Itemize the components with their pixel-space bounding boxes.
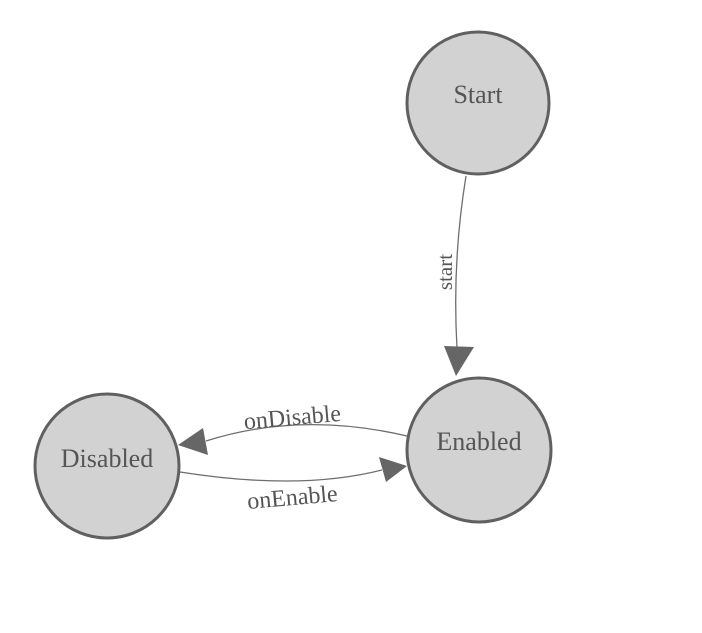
arrowhead-disabled-to-enabled-icon — [379, 457, 407, 482]
edge-label-start: start — [433, 254, 457, 290]
edge-start-to-enabled: start — [433, 175, 474, 376]
disabled-node-label: Disabled — [61, 444, 153, 473]
edge-disabled-to-enabled: onEnable — [179, 457, 407, 515]
enabled-node-label: Enabled — [436, 427, 521, 456]
disabled-node-circle[interactable] — [33, 392, 181, 540]
state-node-enabled[interactable]: Enabled — [405, 376, 553, 524]
edge-line-start-to-enabled — [455, 175, 467, 349]
edge-line-disabled-to-enabled — [179, 469, 383, 482]
edge-label-on-disable: onDisable — [243, 401, 342, 435]
edge-label-on-enable: onEnable — [246, 481, 339, 515]
arrowhead-start-to-enabled-icon — [444, 346, 474, 376]
edge-line-enabled-to-disabled — [205, 423, 408, 442]
start-node-circle[interactable] — [405, 30, 551, 176]
enabled-node-circle[interactable] — [405, 376, 553, 524]
state-node-disabled[interactable]: Disabled — [33, 392, 181, 540]
edge-enabled-to-disabled: onDisable — [178, 401, 408, 455]
start-node-label: Start — [453, 80, 503, 109]
state-node-start[interactable]: Start — [405, 30, 551, 176]
arrowhead-enabled-to-disabled-icon — [178, 428, 208, 455]
